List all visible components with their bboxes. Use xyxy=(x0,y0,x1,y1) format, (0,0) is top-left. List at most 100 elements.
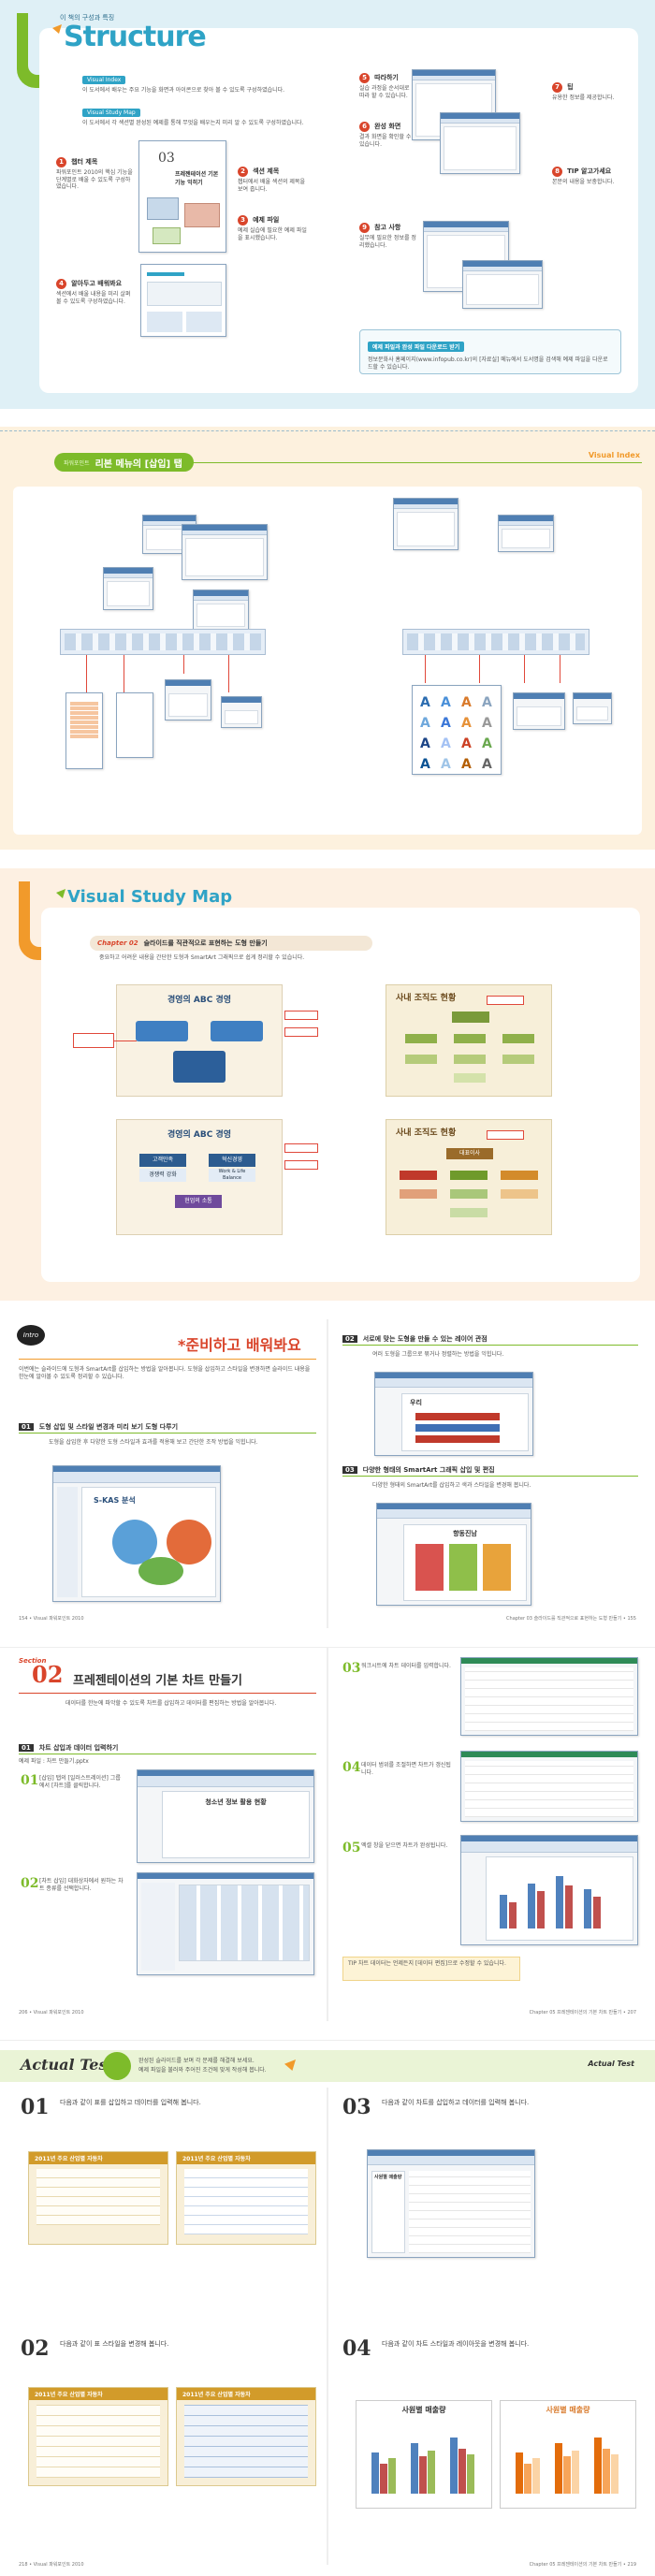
chart-step-5-window xyxy=(460,1835,638,1945)
callout-2: 2 섹션 제목 챕터에서 배울 섹션의 제목을 보여 줍니다. xyxy=(238,167,305,193)
step1-slide-title: S-KAS 분석 xyxy=(94,1496,136,1505)
org-top-node: 대표이사 xyxy=(446,1148,493,1159)
slide-title: 사원별 매출량 xyxy=(374,2175,402,2180)
slide-title: 사원별 매출량 xyxy=(546,2406,590,2414)
intro-text: 이번에는 슬라이드에 도형과 SmartArt를 삽입하는 방법을 알아봅니다.… xyxy=(19,1366,311,1380)
step3-title: 다양한 형태의 SmartArt 그래픽 삽입 및 편집 xyxy=(362,1465,495,1474)
intro-title: *준비하고 배워봐요 xyxy=(178,1336,301,1354)
section-intro: 데이터를 한눈에 파악할 수 있도록 차트를 삽입하고 데이터를 편집하는 방법… xyxy=(66,1700,277,1707)
section-page-thumb xyxy=(140,264,226,337)
problem-02-slide-a: 2011년 주요 산업별 자동차 xyxy=(28,2387,168,2486)
abc-shape-2 xyxy=(211,1021,263,1041)
header-footer-dialog xyxy=(393,498,458,550)
node-label-4: 경쟁력 강화 xyxy=(139,1169,186,1182)
svg-text:A: A xyxy=(441,716,451,731)
structure-tags: Visual Index 이 도서에서 배우는 주요 기능을 화면과 아이콘으로… xyxy=(82,67,354,126)
step3-slide-title: 향동진남 xyxy=(453,1530,477,1537)
chart-step-1-num: 01 xyxy=(21,1773,39,1788)
svg-text:A: A xyxy=(461,736,472,751)
problem-02-slide-b: 2011년 주요 산업별 자동차 xyxy=(176,2387,316,2486)
study-slide-abc-2: 경영의 ABC 경영 고객만족 혁신경영 Work & Life Balance… xyxy=(116,1119,283,1235)
slide-title: 2011년 주요 산업별 자동차 xyxy=(177,2152,315,2164)
index-dotted-top xyxy=(0,430,655,431)
step3-header: 03 다양한 형태의 SmartArt 그래픽 삽입 및 편집 xyxy=(342,1463,638,1477)
chart-step-num: 01 xyxy=(19,1743,34,1752)
actual-desc-1: 완성된 슬라이드를 보며 각 문제를 해결해 보세요. xyxy=(138,2058,255,2064)
svg-text:A: A xyxy=(420,757,430,772)
step1-num: 01 xyxy=(19,1422,34,1431)
study-note-org-2 xyxy=(487,1130,524,1140)
step3-desc: 다양한 형태의 SmartArt를 삽입하고 색과 스타일을 변경해 봅니다. xyxy=(372,1482,531,1489)
problem-01-desc: 다음과 같이 표를 삽입하고 데이터를 입력해 봅니다. xyxy=(60,2099,201,2106)
problem-04-bars-a xyxy=(371,2438,474,2494)
callout-9: 9 참고 사항 실무에 필요한 정보를 정리했습니다. xyxy=(359,223,416,249)
actual-badge xyxy=(103,2052,131,2080)
download-title: 예제 파일과 완성 파일 다운로드 받기 xyxy=(368,342,465,352)
step2-num: 02 xyxy=(342,1334,357,1343)
page-number-right: Chapter 05 프레젠테이션의 기본 차트 만들기 • 207 xyxy=(529,2010,636,2016)
callout-5: 5 따라하기 실습 과정을 순서대로 따라 할 수 있습니다. xyxy=(359,73,410,99)
study-note-right-1 xyxy=(284,1011,318,1020)
node-label-1: 고객만족 xyxy=(139,1154,186,1167)
problem-01-slide-a: 2011년 주요 산업별 자동차 xyxy=(28,2151,168,2245)
insert-ribbon-right xyxy=(402,629,590,655)
download-box: 예제 파일과 완성 파일 다운로드 받기 정보문화사 홈페이지(www.info… xyxy=(359,329,621,374)
svg-text:A: A xyxy=(420,716,430,731)
problem-01-slide-b: 2011년 주요 산업별 자동차 xyxy=(176,2151,316,2245)
problem-04-chart-a: 사원별 매출량 xyxy=(356,2400,492,2509)
problem-01-num: 01 xyxy=(21,2095,50,2119)
index-green-line xyxy=(54,462,642,463)
chart-step-1-desc: [삽입] 탭의 [일러스트레이션] 그룹에서 [차트]를 클릭합니다. xyxy=(39,1775,121,1789)
study-chapter-label: Chapter 02 xyxy=(97,939,138,947)
slide-title: 2011년 주요 산업별 자동차 xyxy=(29,2152,167,2164)
callout-7: 7 팁 유용한 정보를 제공합니다. xyxy=(552,82,615,101)
chart-step-5-desc: 엑셀 창을 닫으면 차트가 완성됩니다. xyxy=(361,1842,448,1849)
video-options xyxy=(513,692,565,730)
section-title-line xyxy=(19,1693,316,1694)
tag-study-map-desc: 이 도서에서 각 섹션별 완성된 예제를 통해 무엇을 배우는지 미리 알 수 … xyxy=(82,119,304,126)
spread-gutter xyxy=(327,1648,328,2021)
chart-step-3-desc: 워크시트에 차트 데이터를 입력합니다. xyxy=(361,1663,451,1669)
callout-1: 1 챕터 제목 파워포인트 2010의 핵심 기능을 단계별로 배울 수 있도록… xyxy=(56,157,133,190)
svg-text:A: A xyxy=(441,736,451,751)
step3-num: 03 xyxy=(342,1465,357,1474)
tag-visual-index: Visual Index xyxy=(82,76,126,84)
intro-badge: Intro xyxy=(17,1325,45,1346)
example-file: 예제 파일 : 차트 만들기.pptx xyxy=(19,1758,89,1765)
study-note-left xyxy=(73,1033,114,1048)
chart-step-3-num: 03 xyxy=(342,1661,361,1676)
table-grid-menu xyxy=(66,692,103,769)
chart-step-2-desc: [차트 삽입] 대화상자에서 원하는 차트 종류를 선택합니다. xyxy=(39,1878,124,1892)
chart-insert-dialog xyxy=(137,1872,314,1975)
actual-title-right: Actual Test xyxy=(588,2059,634,2068)
structure-page: 이 책의 구성과 특징 Structure Visual Index 이 도서에… xyxy=(0,0,655,409)
chart-step-4-num: 04 xyxy=(342,1760,361,1775)
study-slide-org-1: 사내 조직도 현황 xyxy=(386,984,552,1097)
svg-text:A: A xyxy=(420,695,430,710)
spread-gutter xyxy=(327,1319,328,1628)
step2-slide-window: 우리 xyxy=(374,1372,533,1456)
step1-slide-window: S-KAS 분석 xyxy=(52,1465,221,1602)
node-label-5: 현업의 소통 xyxy=(175,1195,222,1208)
steps-page-thumb-2 xyxy=(440,112,520,174)
chart-step-4-window xyxy=(460,1751,638,1822)
study-map-page: Visual Study Map Chapter 02 슬라이드를 직관적으로 … xyxy=(0,868,655,1301)
section-label: Section xyxy=(19,1657,47,1665)
slide-title: 사내 조직도 현황 xyxy=(396,994,457,1003)
steps-page-thumb-4 xyxy=(462,260,543,309)
problem-04-bars-b xyxy=(516,2438,619,2494)
problem-03-window: 사원별 매출량 xyxy=(367,2149,535,2258)
chart-dialog xyxy=(221,696,262,728)
chart-step-5-num: 05 xyxy=(342,1841,361,1856)
page-number-left: 206 • Visual 파워포인트 2010 xyxy=(19,2010,84,2016)
chart-section-spread: Section 02 프레젠테이션의 기본 차트 만들기 데이터를 한눈에 파악… xyxy=(0,1647,655,2021)
page-number-right: Chapter 05 프레젠테이션의 기본 차트 만들기 • 219 xyxy=(529,2562,636,2568)
svg-text:A: A xyxy=(461,757,472,772)
smartart-dialog xyxy=(193,589,249,631)
shapes-menu xyxy=(116,692,153,758)
callout-8: 8 TIP 알고가세요 본문의 내용을 보충합니다. xyxy=(552,167,615,185)
problem-03-desc: 다음과 같이 차트를 삽입하고 데이터를 입력해 봅니다. xyxy=(382,2099,530,2106)
step1-desc: 도형을 삽입한 후 다양한 도형 스타일과 효과를 적용해 보고 간단한 조작 … xyxy=(49,1439,258,1446)
page-number-left: 154 • Visual 파워포인트 2010 xyxy=(19,1616,84,1622)
